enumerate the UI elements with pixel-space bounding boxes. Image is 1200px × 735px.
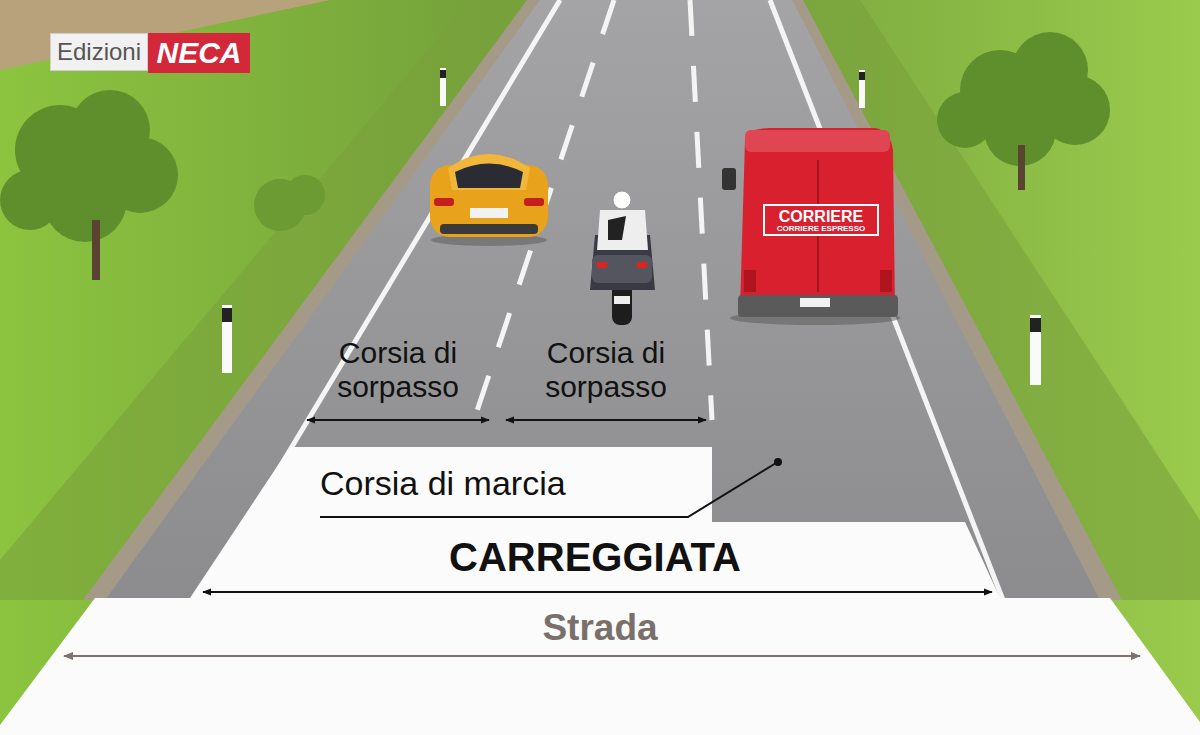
band-label: Corsia di marcia [320,463,566,503]
white-band [0,447,1200,735]
lane-name: Corsia di sorpasso [504,336,708,408]
van-subtext: CORRIERE ESPRESSO [766,224,876,234]
lane-name: Corsia di sorpasso [300,336,496,408]
logo-text: Edizioni [50,33,148,71]
road-band: Strada [60,603,1140,651]
carriageway-band: CARREGGIATA [200,527,990,587]
band-label: Strada [542,606,657,649]
logo-brand: NECA [148,33,250,73]
lane-band: Corsia di marcia [292,452,710,514]
band-label: CARREGGIATA [449,534,741,580]
